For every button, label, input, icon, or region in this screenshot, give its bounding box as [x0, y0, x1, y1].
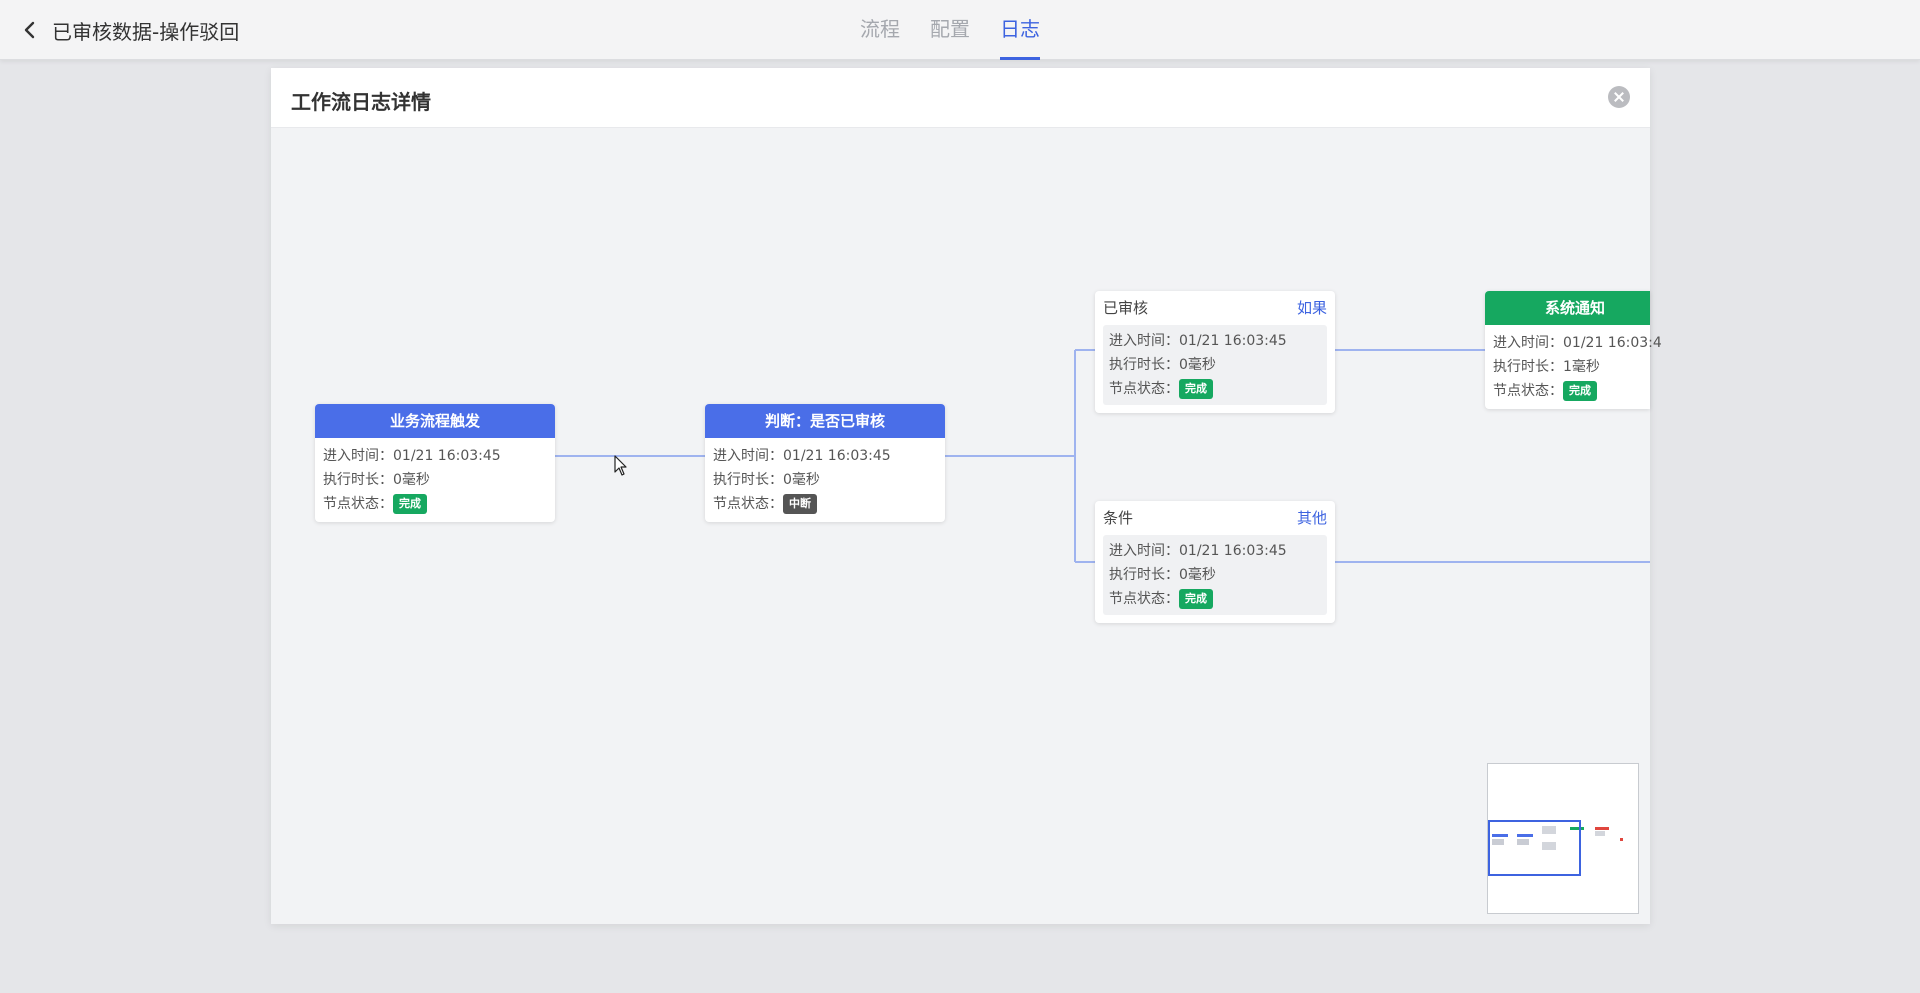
mouse-cursor-icon [614, 455, 627, 476]
enter-time-value: 01/21 16:03:45 [393, 448, 501, 464]
label-enter-time: 进入时间： [323, 448, 393, 464]
label-status: 节点状态： [713, 496, 783, 512]
duration-value: 0毫秒 [1179, 357, 1216, 373]
node-trigger[interactable]: 业务流程触发 进入时间：01/21 16:03:45 执行时长：0毫秒 节点状态… [315, 404, 555, 522]
minimap-node [1492, 834, 1508, 837]
minimap-node [1595, 831, 1605, 836]
modal-title: 工作流日志详情 [291, 90, 431, 114]
enter-time-value: 01/21 16:03:45 [1179, 333, 1287, 349]
chevron-left-icon [24, 21, 35, 39]
status-badge: 完成 [1179, 379, 1213, 399]
label-duration: 执行时长： [323, 472, 393, 488]
minimap-node [1595, 827, 1609, 830]
enter-time-value: 01/21 16:03:45 [783, 448, 891, 464]
page-title: 已审核数据-操作驳回 [52, 19, 240, 44]
enter-time-value: 01/21 16:03:45 [1179, 543, 1287, 559]
minimap-node [1570, 827, 1584, 830]
minimap-viewport[interactable] [1488, 820, 1581, 876]
node-notify[interactable]: 系统通知 进入时间：01/21 16:03:4 执行时长：1毫秒 节点状态：完成 [1485, 291, 1662, 409]
label-status: 节点状态： [1109, 591, 1179, 607]
node-condition[interactable]: 条件 其他 进入时间：01/21 16:03:45 执行时长：0毫秒 节点状态：… [1095, 501, 1335, 623]
node-title: 已审核 [1103, 298, 1149, 317]
minimap-node [1542, 842, 1556, 850]
tab-flow[interactable]: 流程 [860, 17, 900, 41]
label-status: 节点状态： [1493, 383, 1563, 399]
label-enter-time: 进入时间： [713, 448, 783, 464]
tab-config[interactable]: 配置 [930, 17, 970, 41]
modal-header: 工作流日志详情 [271, 68, 1650, 128]
minimap[interactable] [1487, 763, 1639, 914]
flow-canvas[interactable]: 业务流程触发 进入时间：01/21 16:03:45 执行时长：0毫秒 节点状态… [271, 128, 1662, 924]
label-enter-time: 进入时间： [1493, 335, 1563, 351]
duration-value: 0毫秒 [1179, 567, 1216, 583]
status-badge: 完成 [1179, 589, 1213, 609]
top-bar: 已审核数据-操作驳回 流程 配置 日志 [0, 0, 1920, 60]
label-status: 节点状态： [1109, 381, 1179, 397]
node-title: 条件 [1103, 508, 1134, 527]
node-approved[interactable]: 已审核 如果 进入时间：01/21 16:03:45 执行时长：0毫秒 节点状态… [1095, 291, 1335, 413]
node-title: 系统通知 [1485, 291, 1650, 325]
label-enter-time: 进入时间： [1109, 543, 1179, 559]
label-duration: 执行时长： [1109, 357, 1179, 373]
label-duration: 执行时长： [1493, 359, 1563, 375]
status-badge: 完成 [1563, 381, 1597, 401]
workflow-log-modal: 工作流日志详情 业务流程触发 进入时间：01/21 16:03:45 执行时长：… [271, 68, 1662, 924]
back-button[interactable]: 已审核数据-操作驳回 [20, 14, 239, 46]
tab-log[interactable]: 日志 [1000, 0, 1040, 60]
tab-bar: 流程 配置 日志 [860, 0, 1070, 60]
node-judge[interactable]: 判断：是否已审核 进入时间：01/21 16:03:45 执行时长：0毫秒 节点… [705, 404, 945, 522]
minimap-node [1542, 826, 1556, 834]
flow-edges [555, 349, 1650, 563]
duration-value: 0毫秒 [783, 472, 820, 488]
node-title: 业务流程触发 [315, 404, 555, 438]
minimap-node [1620, 838, 1623, 841]
label-duration: 执行时长： [1109, 567, 1179, 583]
branch-label: 其他 [1296, 508, 1327, 527]
node-title: 判断：是否已审核 [705, 404, 945, 438]
close-icon[interactable] [1608, 86, 1630, 108]
label-enter-time: 进入时间： [1109, 333, 1179, 349]
minimap-node [1517, 834, 1533, 837]
duration-value: 0毫秒 [393, 472, 430, 488]
enter-time-value: 01/21 16:03:4 [1563, 335, 1662, 351]
label-duration: 执行时长： [713, 472, 783, 488]
duration-value: 1毫秒 [1563, 359, 1600, 375]
minimap-node [1492, 839, 1504, 845]
label-status: 节点状态： [323, 496, 393, 512]
status-badge: 完成 [393, 494, 427, 514]
branch-label: 如果 [1296, 298, 1327, 317]
status-badge: 中断 [783, 494, 817, 514]
minimap-node [1517, 839, 1529, 845]
